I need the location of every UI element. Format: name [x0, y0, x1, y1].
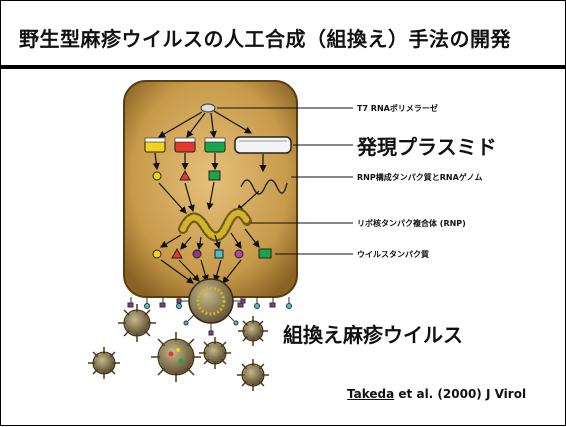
assembly-arrows: [158, 181, 260, 214]
rna-genome: [240, 179, 288, 195]
viral-proteins: [152, 247, 272, 259]
title-rule: [1, 65, 565, 69]
budding-virion: [176, 278, 246, 336]
rnp-complex: [178, 208, 252, 242]
citation-author[interactable]: Takeda: [347, 387, 395, 401]
label-rnp-components: RNP構成タンパク質とRNAゲノム: [357, 173, 483, 182]
label-t7-polymerase: T7 RNAポリメラーゼ: [357, 104, 438, 113]
slide-title: 野生型麻疹ウイルスの人工合成（組換え）手法の開発: [19, 27, 511, 51]
product-l: [208, 170, 221, 181]
t7-arrows: [157, 110, 253, 139]
leader-lines: [217, 107, 353, 255]
plasmids: [144, 136, 292, 154]
label-viral-proteins: ウイルスタンパク質: [357, 250, 429, 259]
product-n: [152, 171, 162, 181]
t7-polymerase: [200, 103, 216, 113]
label-recombinant-virus: 組換え麻疹ウイルス: [283, 323, 463, 347]
rnp-arrows: [159, 228, 260, 251]
budding-arrows: [160, 259, 242, 284]
label-rnp: リボ核タンパク複合体 (RNP): [357, 219, 466, 228]
expression-arrows: [152, 152, 267, 173]
citation-rest: et al. (2000) J Virol: [398, 387, 527, 401]
released-viruses: [88, 304, 269, 391]
label-expression-plasmid: 発現プラスミド: [357, 135, 497, 159]
product-p: [179, 169, 191, 181]
membrane-glycoproteins: [127, 297, 292, 309]
citation: Takeda et al. (2000) J Virol: [347, 387, 526, 401]
